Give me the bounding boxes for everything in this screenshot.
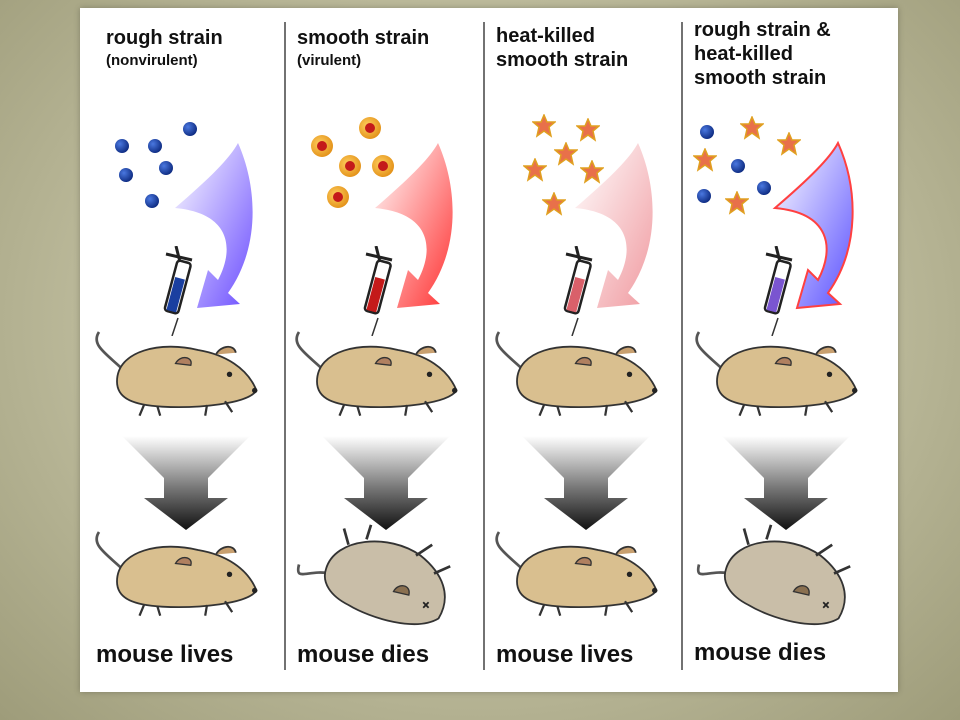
down-arrow-3 — [522, 436, 650, 530]
panel-subtitle: (nonvirulent) — [106, 52, 198, 69]
panel-2-graphics — [295, 117, 459, 626]
panel-4-graphics — [693, 116, 859, 626]
panel-result: mouse lives — [496, 641, 634, 668]
mixed-bacteria — [693, 116, 801, 214]
down-arrow-4 — [722, 436, 850, 530]
smooth-bacteria — [311, 117, 394, 208]
panel-rough-strain: rough strain (nonvirulent) mouse lives — [80, 8, 280, 692]
curved-arrow-blue — [175, 143, 253, 308]
panel-subtitle: (virulent) — [297, 52, 362, 69]
panel-title: heat-killed smooth strain — [496, 25, 629, 71]
curved-arrow-mixed — [772, 140, 854, 310]
panel-mixture: rough strain & heat-killed smooth strain… — [682, 8, 882, 692]
rough-bacteria — [115, 122, 197, 208]
panel-result: mouse lives — [96, 641, 234, 668]
panel-result: mouse dies — [694, 639, 827, 666]
panel-smooth-strain: smooth strain (virulent) mouse dies — [285, 8, 485, 692]
down-arrow-2 — [322, 436, 450, 530]
experiment-diagram: rough strain (nonvirulent) mouse lives s… — [80, 8, 898, 692]
panel-heat-killed: heat-killed smooth strain mouse lives — [484, 8, 684, 692]
panel-result: mouse dies — [297, 641, 430, 668]
curved-arrow-red — [375, 143, 453, 308]
curved-arrow-pink — [575, 143, 653, 308]
diagram-graphics — [95, 22, 859, 670]
panel-3-graphics — [495, 114, 659, 618]
panel-1-graphics — [95, 122, 259, 618]
down-arrow-1 — [122, 436, 250, 530]
panel-title: smooth strain — [297, 27, 430, 49]
panel-title: rough strain & heat-killed smooth strain — [694, 19, 831, 89]
panel-title: rough strain — [106, 27, 223, 49]
